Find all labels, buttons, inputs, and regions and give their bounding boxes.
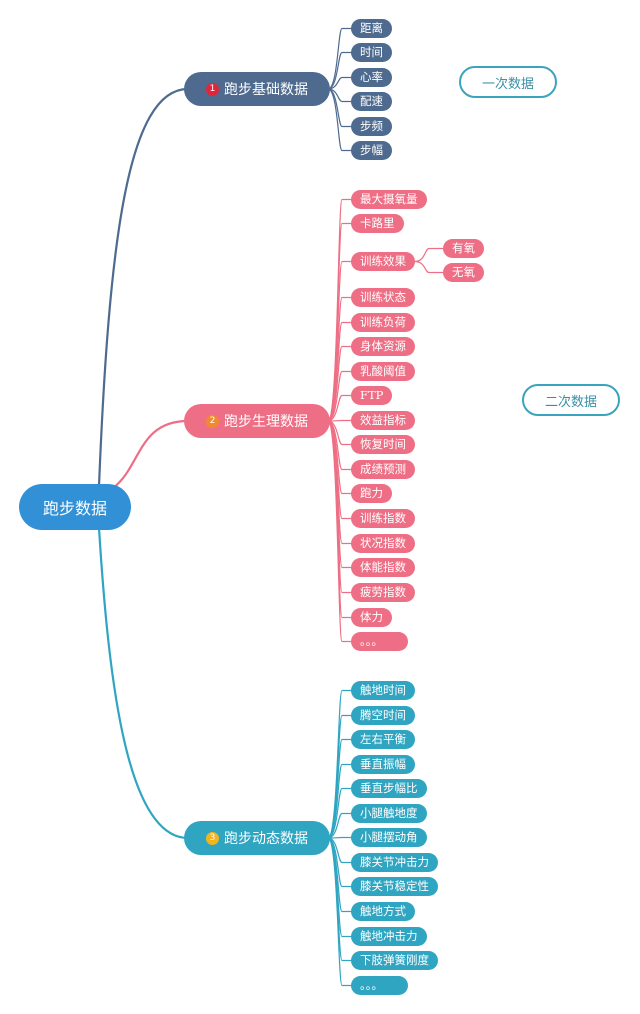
leaf-node[interactable]: 疲劳指数 xyxy=(351,583,415,602)
leaf-connector xyxy=(327,296,354,422)
branch-connector xyxy=(97,87,190,488)
branch-label: 跑步基础数据 xyxy=(224,82,308,98)
sub-leaf-connector xyxy=(414,260,446,274)
leaf-connector xyxy=(327,837,354,987)
root-node[interactable]: 跑步数据 xyxy=(19,484,131,530)
leaf-connector xyxy=(327,836,354,839)
leaf-connector xyxy=(327,27,354,90)
branch-dynamic[interactable]: 3 跑步动态数据 xyxy=(184,821,330,855)
leaf-connector xyxy=(327,51,354,90)
leaf-connector xyxy=(327,714,354,839)
secondary-data-label: 二次数据 xyxy=(522,384,620,416)
leaf-node[interactable]: 触地方式 xyxy=(351,902,415,921)
branch-connector xyxy=(111,419,190,490)
leaf-node[interactable]: 状况指数 xyxy=(351,534,415,553)
primary-data-text: 一次数据 xyxy=(481,76,534,92)
ellipsis-node[interactable]: 。。。 xyxy=(351,976,408,995)
leaf-connector xyxy=(327,419,354,422)
branch-number-badge: 2 xyxy=(206,414,219,428)
leaf-node[interactable]: 垂直振幅 xyxy=(351,755,415,774)
leaf-node[interactable]: 时间 xyxy=(351,43,392,62)
leaf-node[interactable]: 成绩预测 xyxy=(351,460,415,479)
leaf-node[interactable]: 配速 xyxy=(351,92,392,111)
leaf-node[interactable]: 距离 xyxy=(351,19,392,38)
leaf-node[interactable]: 膝关节冲击力 xyxy=(351,853,438,872)
leaf-node[interactable]: 恢复时间 xyxy=(351,435,415,454)
leaf-node[interactable]: 乳酸阈值 xyxy=(351,362,415,381)
leaf-node[interactable]: FTP xyxy=(351,386,393,405)
leaf-connector xyxy=(327,420,354,545)
branch-label: 跑步动态数据 xyxy=(224,831,308,847)
leaf-node[interactable]: 体能指数 xyxy=(351,558,415,577)
leaf-node[interactable]: 训练指数 xyxy=(351,509,415,528)
leaf-node[interactable]: 卡路里 xyxy=(351,214,404,233)
ellipsis-node[interactable]: 。。。 xyxy=(351,632,408,651)
branch-connector xyxy=(97,526,190,840)
primary-data-label: 一次数据 xyxy=(459,66,557,98)
leaf-connector xyxy=(327,420,354,643)
leaf-node[interactable]: 效益指标 xyxy=(351,411,415,430)
leaf-connector xyxy=(327,837,354,938)
branch-number-badge: 1 xyxy=(206,82,219,96)
leaf-node[interactable]: 步频 xyxy=(351,117,392,136)
leaf-connector xyxy=(327,88,354,128)
leaf-node[interactable]: 下肢弹簧刚度 xyxy=(351,951,438,970)
leaf-node[interactable]: 最大摄氧量 xyxy=(351,190,427,209)
leaf-connector xyxy=(327,345,354,422)
leaf-node[interactable]: 膝关节稳定性 xyxy=(351,877,438,896)
root-label: 跑步数据 xyxy=(42,499,107,518)
leaf-connector xyxy=(327,321,354,422)
leaf-node[interactable]: 训练状态 xyxy=(351,288,415,307)
leaf-connector xyxy=(327,763,354,839)
leaf-node[interactable]: 训练负荷 xyxy=(351,313,415,332)
branch-physio[interactable]: 2 跑步生理数据 xyxy=(184,404,330,438)
branch-number-badge: 3 xyxy=(206,831,219,845)
leaf-node[interactable]: 小腿摆动角 xyxy=(351,828,427,847)
sub-leaf-connector xyxy=(414,247,446,263)
leaf-connector xyxy=(327,88,354,152)
leaf-node[interactable]: 体力 xyxy=(351,608,392,627)
leaf-node[interactable]: 步幅 xyxy=(351,141,392,160)
leaf-node[interactable]: 跑力 xyxy=(351,484,392,503)
leaf-node[interactable]: 触地时间 xyxy=(351,681,415,700)
branch-basic[interactable]: 1 跑步基础数据 xyxy=(184,72,330,106)
leaf-connector xyxy=(327,812,354,839)
leaf-node[interactable]: 触地冲击力 xyxy=(351,927,427,946)
leaf-connector xyxy=(327,787,354,839)
leaf-connector xyxy=(327,370,354,422)
secondary-data-text: 二次数据 xyxy=(544,394,597,410)
leaf-connector xyxy=(327,394,354,422)
branch-label: 跑步生理数据 xyxy=(224,414,308,430)
leaf-connector xyxy=(327,837,354,962)
sub-leaf-node[interactable]: 无氧 xyxy=(443,263,484,282)
leaf-connector xyxy=(327,738,354,839)
leaf-connector xyxy=(327,76,354,90)
leaf-node[interactable]: 身体资源 xyxy=(351,337,415,356)
leaf-node[interactable]: 垂直步幅比 xyxy=(351,779,427,798)
leaf-node[interactable]: 训练效果 xyxy=(351,252,415,271)
leaf-node[interactable]: 左右平衡 xyxy=(351,730,415,749)
leaf-node[interactable]: 小腿触地度 xyxy=(351,804,427,823)
leaf-node[interactable]: 腾空时间 xyxy=(351,706,415,725)
leaf-connector xyxy=(327,420,354,594)
sub-leaf-node[interactable]: 有氧 xyxy=(443,239,484,258)
leaf-node[interactable]: 心率 xyxy=(351,68,392,87)
